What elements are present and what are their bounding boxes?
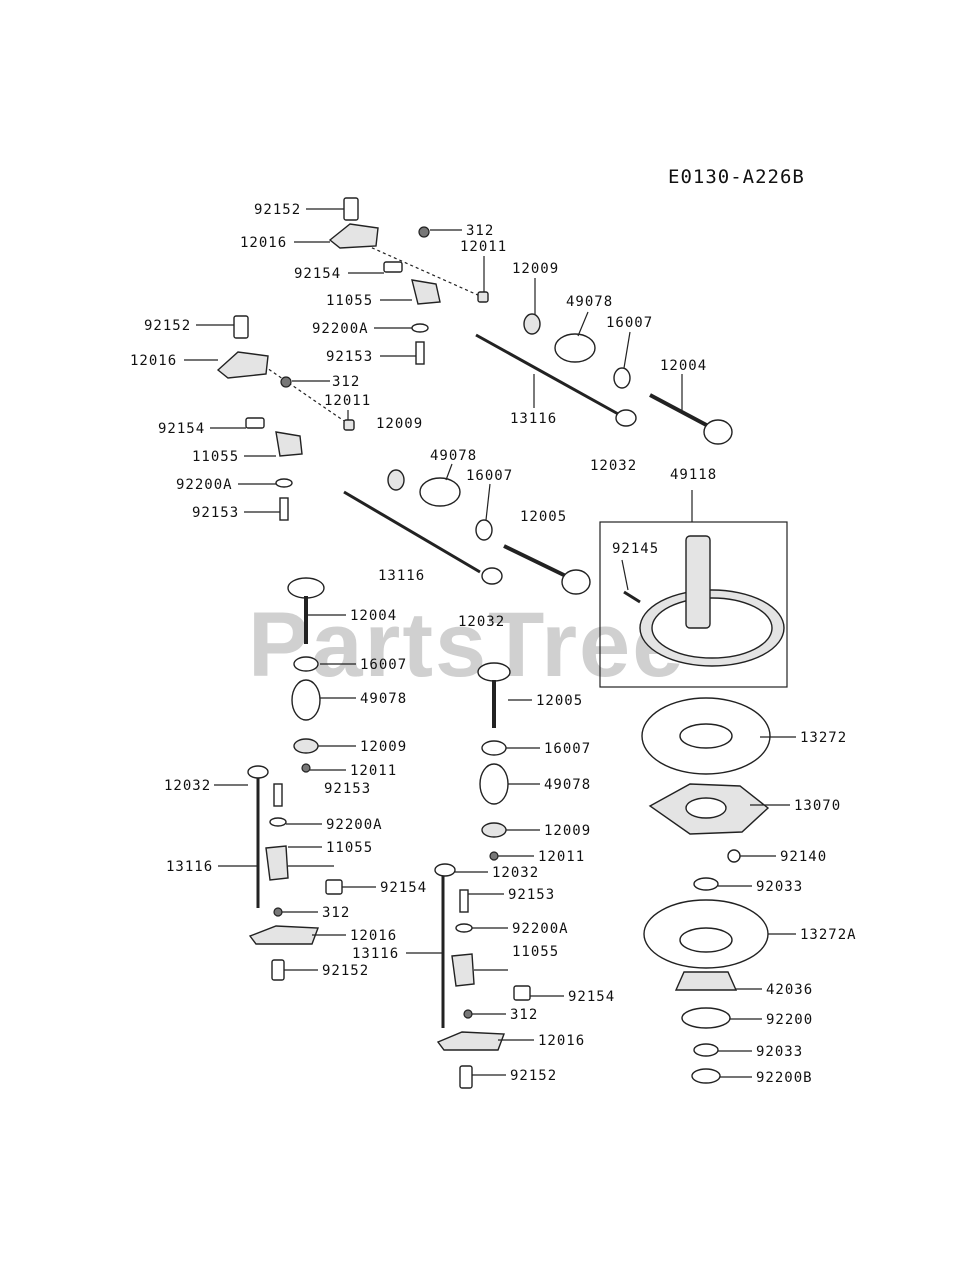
lower-left-rocker xyxy=(247,765,343,981)
part-label: 92152 xyxy=(254,202,301,218)
governor-stack xyxy=(641,697,771,1084)
part-label: 12011 xyxy=(460,239,507,255)
part-label: 12009 xyxy=(360,739,407,755)
upper-valve-train-second xyxy=(216,315,591,595)
part-label: 13070 xyxy=(794,798,841,814)
part-label: 16007 xyxy=(544,741,591,757)
part-label: 11055 xyxy=(326,840,373,856)
part-label: 13116 xyxy=(378,568,425,584)
part-label: 312 xyxy=(466,223,494,239)
part-label: 92152 xyxy=(322,963,369,979)
part-label: 12011 xyxy=(350,763,397,779)
part-label: 12009 xyxy=(376,416,423,432)
part-label: 92200A xyxy=(512,921,569,937)
part-label: 16007 xyxy=(466,468,513,484)
part-label: 12032 xyxy=(458,614,505,630)
part-label: 92200B xyxy=(756,1070,813,1086)
part-label: 312 xyxy=(332,374,360,390)
part-label: 92154 xyxy=(294,266,341,282)
part-label: 49078 xyxy=(360,691,407,707)
part-label: 42036 xyxy=(766,982,813,998)
part-label: 49078 xyxy=(566,294,613,310)
part-label: 13116 xyxy=(352,946,399,962)
part-12016-shape xyxy=(328,223,379,249)
part-label: 12032 xyxy=(164,778,211,794)
part-92152-shape xyxy=(343,197,359,221)
part-92200a-shape xyxy=(411,323,429,333)
part-label: 92154 xyxy=(380,880,427,896)
part-label: 12005 xyxy=(520,509,567,525)
part-label: 92200A xyxy=(326,817,383,833)
part-16007-shape xyxy=(613,367,631,389)
part-49078-shape xyxy=(554,333,596,363)
part-label: 92140 xyxy=(780,849,827,865)
part-label: 92200A xyxy=(312,321,369,337)
camshaft-box xyxy=(599,521,788,688)
part-label: 12011 xyxy=(538,849,585,865)
part-label: 12004 xyxy=(350,608,397,624)
lower-middle-rocker xyxy=(434,863,531,1089)
part-label: 92033 xyxy=(756,1044,803,1060)
part-label: 92154 xyxy=(568,989,615,1005)
part-label: 92033 xyxy=(756,879,803,895)
part-label: 12016 xyxy=(350,928,397,944)
part-label: 13272 xyxy=(800,730,847,746)
upper-valve-train-top xyxy=(328,197,733,445)
part-label: 13116 xyxy=(510,411,557,427)
part-label: 92153 xyxy=(324,781,371,797)
camshaft-assembly xyxy=(599,490,788,688)
part-label: 49078 xyxy=(430,448,477,464)
part-label: 92152 xyxy=(510,1068,557,1084)
part-92153-shape xyxy=(415,341,425,365)
part-label: 12016 xyxy=(538,1033,585,1049)
part-13116-tip xyxy=(615,409,637,427)
part-label: 312 xyxy=(322,905,350,921)
part-label: 312 xyxy=(510,1007,538,1023)
part-label: 92200 xyxy=(766,1012,813,1028)
part-label: 16007 xyxy=(606,315,653,331)
part-label: 12032 xyxy=(590,458,637,474)
part-12011-shape xyxy=(477,291,489,303)
part-label: 92152 xyxy=(144,318,191,334)
part-label: 92200A xyxy=(176,477,233,493)
part-label: 16007 xyxy=(360,657,407,673)
part-label: 11055 xyxy=(192,449,239,465)
part-12004-shape xyxy=(703,419,733,445)
part-label: 11055 xyxy=(326,293,373,309)
part-label: 92153 xyxy=(326,349,373,365)
part-label: 92145 xyxy=(612,541,659,557)
part-labels: 92152 12016 312 12011 92154 12009 11055 … xyxy=(130,202,857,1086)
part-12009-shape xyxy=(523,313,541,335)
part-92154-shape xyxy=(383,261,403,273)
part-label: 12005 xyxy=(536,693,583,709)
part-label: 12016 xyxy=(240,235,287,251)
diagram-code: E0130-A226B xyxy=(668,166,805,188)
part-label: 12011 xyxy=(324,393,371,409)
part-label: 12016 xyxy=(130,353,177,369)
part-label: 49118 xyxy=(670,467,717,483)
part-label: 12004 xyxy=(660,358,707,374)
part-label: 11055 xyxy=(512,944,559,960)
part-label: 13272A xyxy=(800,927,857,943)
leader-lines xyxy=(184,208,796,1078)
part-label: 12032 xyxy=(492,865,539,881)
part-label: 92154 xyxy=(158,421,205,437)
part-312-shape xyxy=(418,226,430,238)
watermark: PartsTree xyxy=(248,594,685,696)
part-label: 92153 xyxy=(192,505,239,521)
camshaft-shape xyxy=(685,535,711,629)
part-label: 12009 xyxy=(544,823,591,839)
part-label: 13116 xyxy=(166,859,213,875)
part-label: 92153 xyxy=(508,887,555,903)
part-label: 12009 xyxy=(512,261,559,277)
part-label: 49078 xyxy=(544,777,591,793)
part-11055-shape xyxy=(411,279,441,305)
